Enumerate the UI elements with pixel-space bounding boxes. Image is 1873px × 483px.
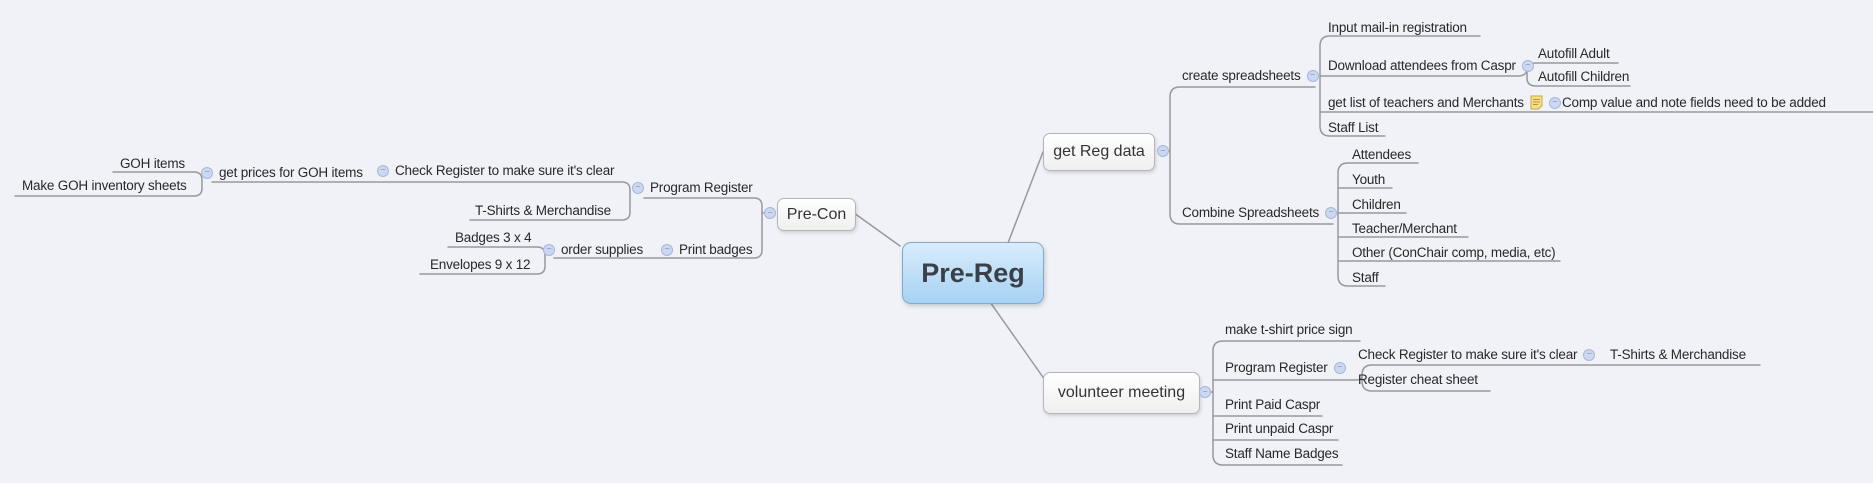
topic-other-conchair[interactable]: Other (ConChair comp, media, etc) <box>1352 245 1556 260</box>
collapse-handle[interactable]: − <box>764 207 776 219</box>
topic-label: Check Register to make sure it's clear <box>395 163 615 178</box>
topic-label: Check Register to make sure it's clear <box>1358 347 1578 362</box>
topic-input-mail-in-registration[interactable]: Input mail-in registration <box>1328 20 1467 35</box>
branch-line <box>989 301 1046 381</box>
branch-line <box>853 212 901 247</box>
collapse-handle[interactable]: − <box>543 243 555 256</box>
topic-staff-name-badges[interactable]: Staff Name Badges <box>1225 446 1339 461</box>
collapse-handle[interactable]: − <box>661 243 673 256</box>
minus-icon: − <box>380 164 386 175</box>
topic-label: Pre-Con <box>786 205 847 223</box>
collapse-handle[interactable]: − <box>1333 361 1346 374</box>
minus-icon: − <box>1337 361 1343 372</box>
collapse-handle[interactable]: − <box>1157 145 1169 157</box>
topic-create-spreadsheets[interactable]: create spreadsheets − <box>1182 67 1319 84</box>
branch-line <box>643 197 763 259</box>
minus-icon: − <box>635 181 641 192</box>
minus-icon: − <box>1328 206 1334 217</box>
collapse-handle[interactable]: − <box>1325 206 1338 219</box>
topic-print-paid-caspr[interactable]: Print Paid Caspr <box>1225 397 1321 412</box>
central-topic-label: Pre-Reg <box>921 257 1025 288</box>
minus-icon: − <box>1160 145 1166 155</box>
topic-label: Program Register <box>650 180 753 195</box>
minus-icon: − <box>546 243 552 254</box>
topic-print-unpaid-caspr[interactable]: Print unpaid Caspr <box>1225 421 1334 436</box>
topic-badges-3x4[interactable]: Badges 3 x 4 <box>455 230 532 245</box>
topic-goh-items[interactable]: GOH items <box>120 156 185 171</box>
topic-envelopes-9x12[interactable]: Envelopes 9 x 12 <box>430 257 531 272</box>
topic-print-badges[interactable]: − Print badges <box>661 241 753 258</box>
topic-check-register-volunteer[interactable]: Check Register to make sure it's clear − <box>1358 346 1596 363</box>
topic-program-register-precon[interactable]: − Program Register <box>632 179 753 196</box>
topic-label: create spreadsheets <box>1182 68 1301 83</box>
topic-label: Download attendees from Caspr <box>1328 58 1516 73</box>
topic-comp-value-note[interactable]: Comp value and note fields need to be ad… <box>1562 95 1826 110</box>
topic-label: get Reg data <box>1053 143 1145 160</box>
topic-staff-list[interactable]: Staff List <box>1328 120 1379 135</box>
collapse-handle[interactable]: − <box>377 164 389 177</box>
note-icon[interactable] <box>1530 95 1543 110</box>
minus-icon: − <box>1586 348 1592 359</box>
topic-youth[interactable]: Youth <box>1352 172 1386 187</box>
branch-line <box>1007 151 1044 244</box>
minus-icon: − <box>1310 69 1316 80</box>
collapse-handle[interactable]: − <box>1521 59 1534 72</box>
minus-icon: − <box>1525 59 1531 70</box>
topic-label: Print badges <box>679 242 753 257</box>
topic-make-tshirt-price-sign[interactable]: make t-shirt price sign <box>1225 322 1353 337</box>
minus-icon: − <box>1552 96 1558 107</box>
branch-line <box>419 246 546 275</box>
topic-attendees[interactable]: Attendees <box>1352 147 1411 162</box>
topic-pre-con[interactable]: Pre-Con <box>777 198 856 231</box>
topic-get-list-teachers-merchants[interactable]: get list of teachers and Merchants − <box>1328 94 1561 111</box>
topic-children[interactable]: Children <box>1352 197 1401 212</box>
topic-label: volunteer meeting <box>1057 384 1186 401</box>
minus-icon: − <box>204 166 210 177</box>
branch-line <box>1212 340 1361 466</box>
topic-register-cheat-sheet[interactable]: Register cheat sheet <box>1358 372 1478 387</box>
branch-line <box>1361 364 1761 392</box>
collapse-handle[interactable]: − <box>201 166 213 179</box>
topic-make-goh-inventory-sheets[interactable]: Make GOH inventory sheets <box>22 178 187 193</box>
topic-teacher-merchant[interactable]: Teacher/Merchant <box>1352 221 1457 236</box>
topic-label: get list of teachers and Merchants <box>1328 95 1524 110</box>
topic-label: order supplies <box>561 242 643 257</box>
topic-combine-spreadsheets[interactable]: Combine Spreadsheets − <box>1182 204 1338 221</box>
minus-icon: − <box>767 207 773 217</box>
topic-get-reg-data[interactable]: get Reg data <box>1043 133 1155 171</box>
collapse-handle[interactable]: − <box>632 181 644 194</box>
topic-autofill-children[interactable]: Autofill Children <box>1538 69 1630 84</box>
branch-line <box>1319 35 1481 137</box>
minus-icon: − <box>1202 386 1208 396</box>
topic-volunteer-meeting[interactable]: volunteer meeting <box>1043 372 1200 414</box>
topic-label: Program Register <box>1225 360 1328 375</box>
branch-line <box>14 171 203 197</box>
topic-download-attendees-caspr[interactable]: Download attendees from Caspr − <box>1328 57 1534 74</box>
branch-line <box>211 181 631 221</box>
minus-icon: − <box>664 243 670 254</box>
topic-program-register-volunteer[interactable]: Program Register − <box>1225 359 1346 376</box>
collapse-handle[interactable]: − <box>1548 96 1561 109</box>
topic-tshirts-merchandise-volunteer[interactable]: T-Shirts & Merchandise <box>1610 347 1746 362</box>
branch-line <box>1337 162 1419 287</box>
topic-label: get prices for GOH items <box>219 165 363 180</box>
collapse-handle[interactable]: − <box>1583 348 1596 361</box>
topic-label: Combine Spreadsheets <box>1182 205 1320 220</box>
topic-tshirts-merchandise-precon[interactable]: T-Shirts & Merchandise <box>475 203 611 218</box>
topic-staff[interactable]: Staff <box>1352 270 1379 285</box>
topic-autofill-adult[interactable]: Autofill Adult <box>1538 46 1610 61</box>
branch-line <box>1169 86 1334 225</box>
branch-line <box>1212 376 1363 381</box>
collapse-handle[interactable]: − <box>1199 386 1211 398</box>
topic-order-supplies[interactable]: − order supplies <box>543 241 643 258</box>
collapse-handle[interactable]: − <box>1306 69 1319 82</box>
topic-check-register-precon[interactable]: − Check Register to make sure it's clear <box>377 162 615 179</box>
central-topic-pre-reg[interactable]: Pre-Reg <box>902 242 1044 304</box>
topic-get-prices-goh[interactable]: − get prices for GOH items <box>201 164 363 181</box>
